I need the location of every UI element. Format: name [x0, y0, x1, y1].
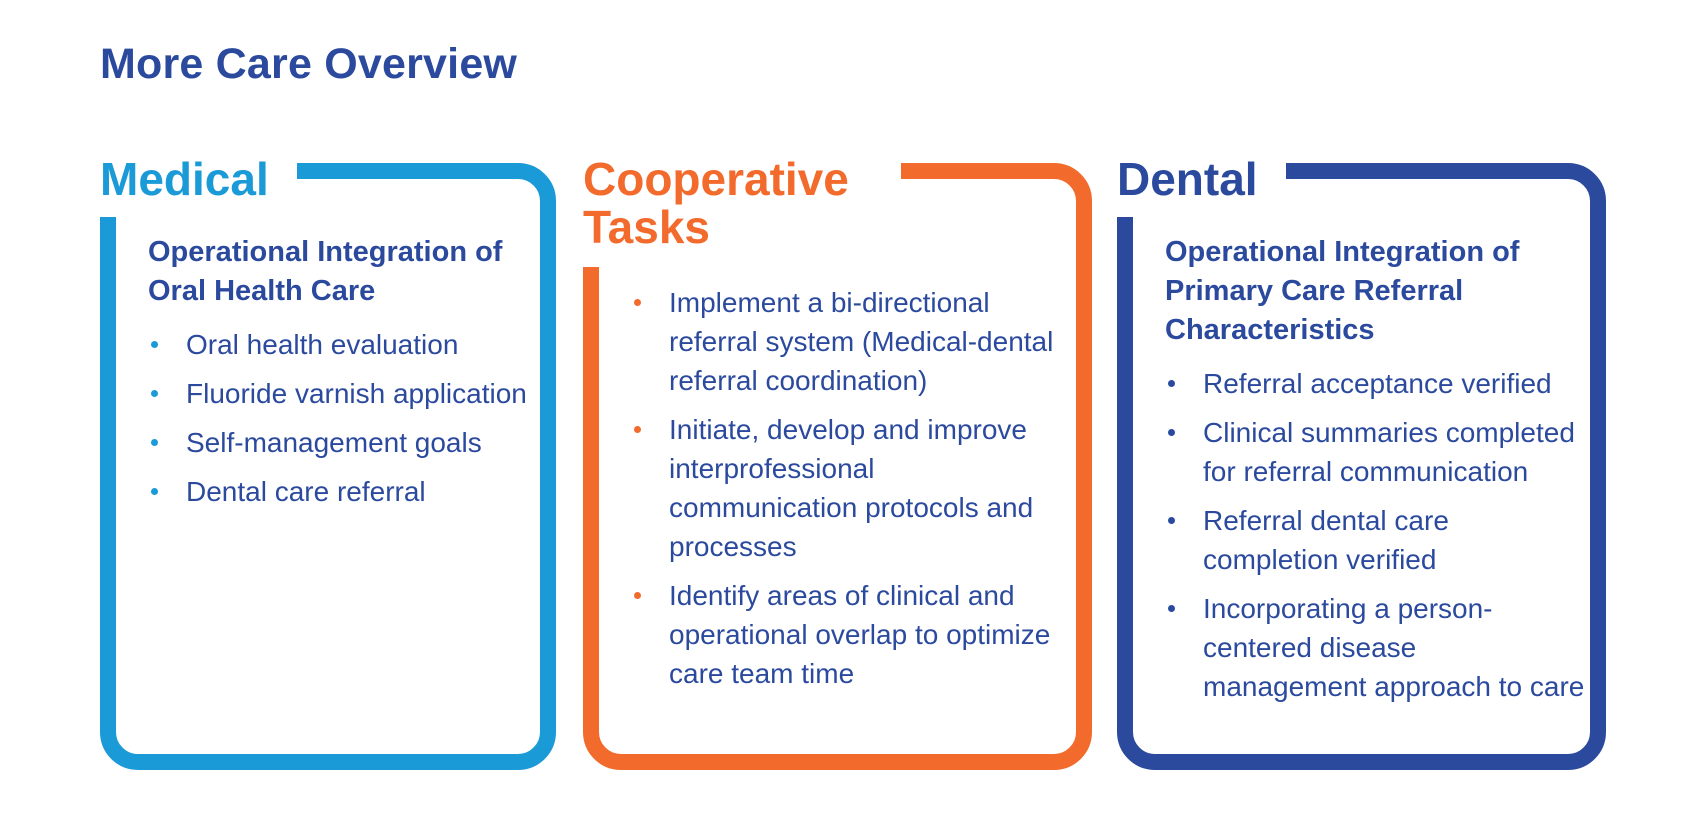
list-item-text: Dental care referral: [186, 476, 426, 507]
list-item: Oral health evaluation: [148, 325, 530, 364]
dental-content: Operational Integration of Primary Care …: [1165, 233, 1586, 716]
bullet-icon: [1168, 380, 1175, 387]
bullet-icon: [151, 341, 158, 348]
list-item-text: Fluoride varnish application: [186, 378, 527, 409]
list-item: Dental care referral: [148, 472, 530, 511]
bullet-icon: [151, 488, 158, 495]
medical-panel: Medical Operational Integration of Oral …: [86, 155, 556, 770]
list-item-text: Clinical summaries completed for referra…: [1203, 417, 1575, 487]
medical-list: Oral health evaluation Fluoride varnish …: [148, 325, 530, 511]
bullet-icon: [634, 592, 641, 599]
page-title: More Care Overview: [100, 40, 518, 88]
cooperative-heading: Cooperative Tasks: [569, 155, 901, 267]
dental-panel: Dental Operational Integration of Primar…: [1103, 155, 1606, 770]
bullet-icon: [151, 439, 158, 446]
list-item: Incorporating a person-centered disease …: [1165, 589, 1586, 706]
list-item: Initiate, develop and improve interprofe…: [631, 410, 1066, 566]
list-item-text: Incorporating a person-centered disease …: [1203, 593, 1585, 702]
list-item: Referral dental care completion verified: [1165, 501, 1586, 579]
cooperative-list: Implement a bi-directional referral syst…: [631, 283, 1066, 693]
list-item: Self-management goals: [148, 423, 530, 462]
dental-list: Referral acceptance verified Clinical su…: [1165, 364, 1586, 706]
list-item: Implement a bi-directional referral syst…: [631, 283, 1066, 400]
medical-content: Operational Integration of Oral Health C…: [148, 233, 530, 521]
bullet-icon: [1168, 429, 1175, 436]
list-item-text: Initiate, develop and improve interprofe…: [669, 414, 1034, 562]
bullet-icon: [634, 299, 641, 306]
list-item: Clinical summaries completed for referra…: [1165, 413, 1586, 491]
bullet-icon: [1168, 517, 1175, 524]
list-item-text: Self-management goals: [186, 427, 482, 458]
list-item-text: Implement a bi-directional referral syst…: [669, 287, 1054, 396]
list-item-text: Referral dental care completion verified: [1203, 505, 1449, 575]
list-item-text: Oral health evaluation: [186, 329, 459, 360]
bullet-icon: [634, 426, 641, 433]
bullet-icon: [151, 390, 158, 397]
list-item: Identify areas of clinical and operation…: [631, 576, 1066, 693]
list-item-text: Referral acceptance verified: [1203, 368, 1552, 399]
dental-subheading: Operational Integration of Primary Care …: [1165, 236, 1520, 346]
list-item-text: Identify areas of clinical and operation…: [669, 580, 1051, 689]
list-item: Referral acceptance verified: [1165, 364, 1586, 403]
cooperative-content: Implement a bi-directional referral syst…: [631, 283, 1066, 703]
bullet-icon: [1168, 605, 1175, 612]
list-item: Fluoride varnish application: [148, 374, 530, 413]
cooperative-panel: Cooperative Tasks Implement a bi-directi…: [569, 155, 1092, 770]
medical-heading: Medical: [86, 155, 297, 217]
medical-subheading: Operational Integration of Oral Health C…: [148, 236, 503, 307]
dental-heading: Dental: [1103, 155, 1286, 217]
